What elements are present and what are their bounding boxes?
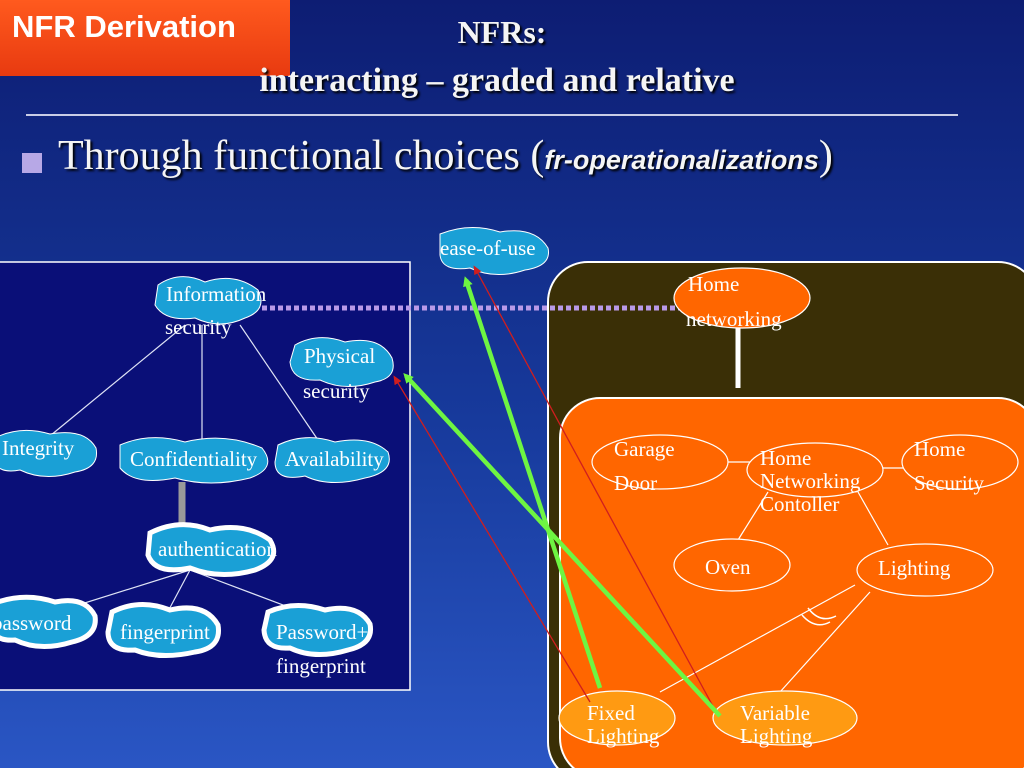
fixed-lighting-node — [558, 690, 676, 746]
garage-label-1: Garage — [614, 437, 675, 461]
green-link-fixed-ease — [463, 276, 603, 689]
controller-label-2: Networking — [760, 469, 861, 493]
oven-node — [673, 538, 791, 592]
home-security-label-1: Home — [914, 437, 965, 461]
garage-label-2: Door — [614, 471, 657, 495]
variable-lighting-label-2: Lighting — [740, 724, 813, 748]
ease-of-use-softgoal — [439, 227, 550, 275]
home-security-node — [901, 434, 1019, 490]
bullet-square-icon — [22, 153, 42, 173]
password-fingerprint-softgoal — [261, 603, 374, 657]
section-badge: NFR Derivation — [0, 0, 290, 76]
information-label: Information — [166, 282, 267, 306]
fingerprint-softgoal — [105, 602, 222, 658]
authentication-softgoal — [145, 522, 277, 578]
slide-title-line1: NFRs: — [457, 14, 547, 50]
fixed-lighting-label-1: Fixed — [587, 701, 635, 725]
integrity-softgoal — [0, 429, 98, 477]
oven-label: Oven — [705, 555, 751, 579]
bullet-text: Through functional choices (fr-operation… — [58, 132, 833, 180]
confidentiality-softgoal — [119, 437, 269, 484]
availability-softgoal — [274, 437, 390, 483]
security-label: security — [165, 315, 232, 339]
password-label: password — [0, 611, 72, 635]
password-fingerprint-label-1: Password+ — [276, 620, 368, 644]
variable-lighting-label-1: Variable — [740, 701, 810, 725]
bullet-emphasis: fr-operationalizations — [544, 145, 819, 175]
information-security-softgoal — [154, 276, 262, 325]
bullet-close: ) — [818, 133, 833, 179]
home-networking-node — [673, 267, 811, 329]
home-security-label-2: Security — [914, 471, 984, 495]
integrity-label: Integrity — [2, 436, 75, 460]
home-networking-label-1: Home — [688, 272, 739, 296]
variable-lighting-node — [712, 690, 858, 746]
authentication-label: authentication — [158, 537, 277, 561]
red-link-fixed-physical — [393, 375, 591, 703]
title-divider — [26, 114, 958, 116]
fingerprint-label: fingerprint — [120, 620, 210, 644]
controller-label-1: Home — [760, 446, 811, 470]
physical-security-softgoal — [289, 337, 394, 387]
red-link-variable-ease — [473, 265, 716, 711]
availability-label: Availability — [285, 447, 384, 471]
slide-title-line2: interacting – graded and relative — [259, 62, 735, 99]
controller-label-3: Contoller — [760, 492, 839, 516]
ease-of-use-label: ease-of-use — [440, 236, 536, 260]
confidentiality-label: Confidentiality — [130, 447, 258, 471]
home-networking-controller-node — [746, 442, 884, 498]
password-softgoal — [0, 594, 98, 649]
bullet-main: Through functional choices ( — [58, 133, 545, 179]
physical-security-label: security — [303, 379, 370, 403]
green-link-variable-physical — [403, 373, 722, 718]
fixed-lighting-label-2: Lighting — [587, 724, 660, 748]
physical-label: Physical — [304, 344, 375, 368]
password-fingerprint-label-2: fingerprint — [276, 654, 366, 678]
home-networking-label-2: networking — [686, 307, 782, 331]
home-subsystem-panel — [559, 397, 1024, 768]
garage-door-node — [591, 434, 729, 490]
lighting-label: Lighting — [878, 556, 951, 580]
lighting-node — [856, 543, 994, 597]
